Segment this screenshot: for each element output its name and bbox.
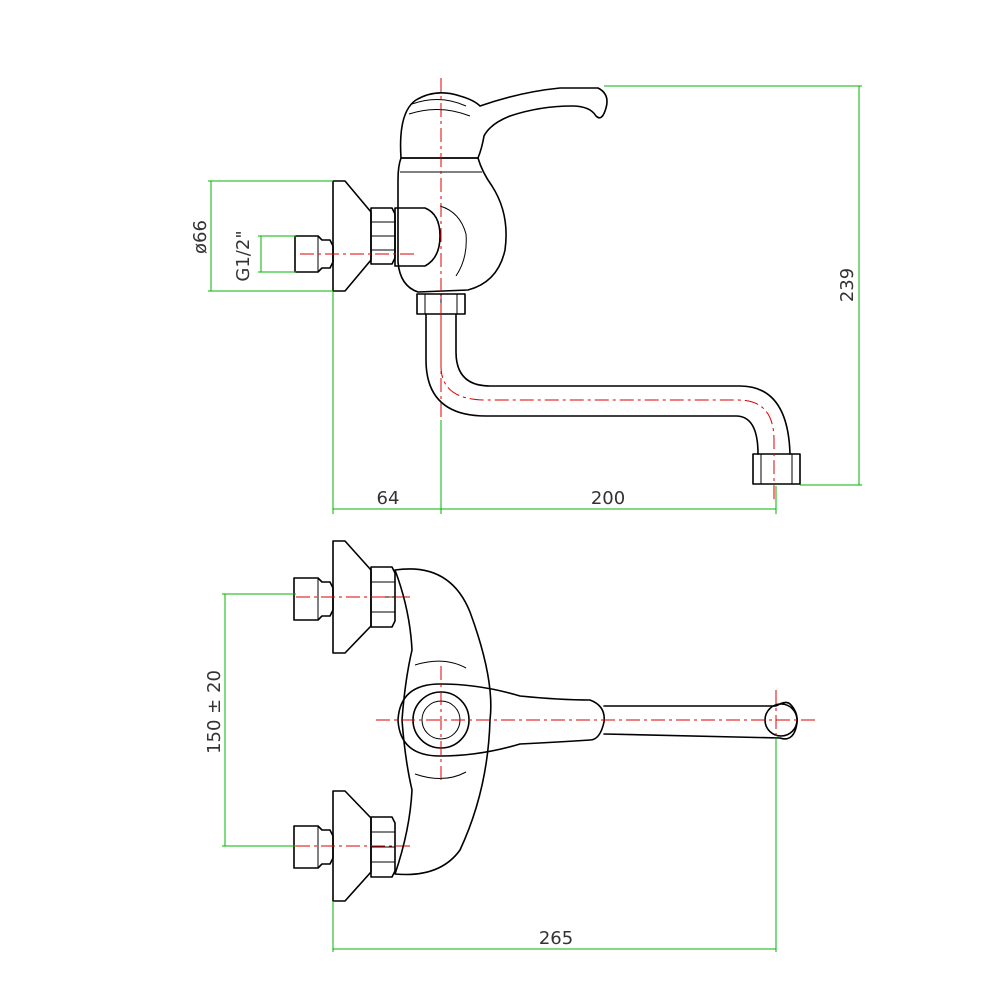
body-arc: [439, 205, 467, 277]
top-view: 150 ± 20 265: [204, 540, 816, 952]
dim-thread-label: G1/2": [233, 230, 254, 281]
dim-wall-axis-label: 64: [377, 488, 400, 509]
dim-inlet-spacing: 150 ± 20: [204, 593, 296, 847]
lever-top: [397, 683, 606, 757]
spout-top: [603, 701, 798, 740]
dim-flange-label: ø66: [190, 220, 211, 254]
aerator: [752, 453, 801, 485]
dim-thread: G1/2": [233, 230, 296, 282]
lower-inlet: [293, 790, 410, 902]
mixer-body: [397, 157, 507, 293]
spout-nut: [416, 293, 466, 315]
dim-height: 239: [604, 85, 862, 486]
side-view: 239 64 200 ø66 G1/2": [190, 78, 862, 514]
mixer-body-top: [394, 568, 492, 876]
dim-total-length-label: 265: [539, 928, 573, 949]
eccentric-arm: [394, 207, 441, 267]
upper-inlet: [293, 540, 410, 654]
dim-inlet-spacing-label: 150 ± 20: [204, 670, 225, 754]
dim-total-length: 265: [332, 738, 777, 952]
dim-flange-diameter: ø66: [190, 180, 333, 292]
dim-projection: 64 200: [332, 292, 777, 514]
wall-flange: [332, 180, 372, 292]
lever-handle: [399, 87, 608, 159]
dim-height-label: 239: [837, 268, 858, 302]
dim-spout-reach-label: 200: [591, 488, 625, 509]
inlet-connector: [294, 235, 334, 273]
spout-tube: [425, 313, 759, 455]
